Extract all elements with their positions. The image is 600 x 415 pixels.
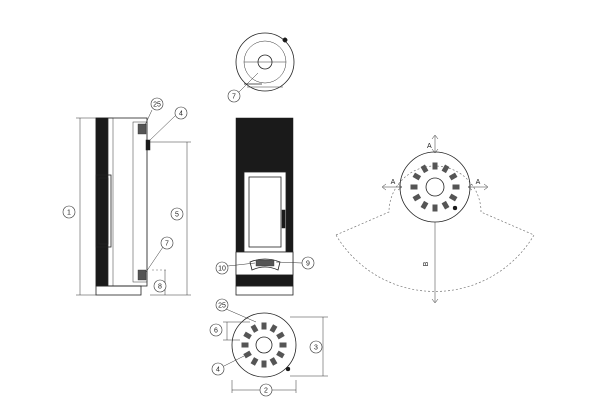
vent-slot [420,200,429,210]
vent-slot [269,324,278,333]
callout-9 [301,256,315,270]
top-view: 7 [227,32,295,103]
callout-3 [309,340,323,354]
callout-25-plan [215,298,229,312]
callout-1 [62,205,76,219]
vent-slot [432,162,438,170]
callout-2 [259,383,273,397]
plan-vent-slots [241,322,287,368]
clearance-a-top-label: A [427,143,432,150]
callout-5-label: 5 [175,212,179,219]
callout-7-side [160,236,174,250]
vent-slot [261,322,267,330]
vent-slot [448,193,458,202]
vent-slot [276,350,285,359]
vent-slot [279,342,287,348]
callout-9-label: 9 [306,261,310,268]
side-view: 1 5 25 4 7 8 [62,97,191,296]
clearance-diagram: A A A B [335,134,535,304]
vent-slot [448,172,458,181]
vent-slot [276,331,285,340]
callout-25-plan-label: 25 [218,303,226,310]
callout-4-side [174,106,188,120]
vent-slot [412,172,422,181]
vent-slot [269,357,278,366]
vent-slot [250,324,259,333]
callout-25-side-label: 25 [153,102,161,109]
callout-2-label: 2 [264,388,268,395]
clearance-a-left-label: A [391,179,396,186]
clearance-vent-slots [410,162,460,212]
vent-slot [243,331,252,340]
vent-slot [412,193,422,202]
vent-slot [452,184,460,190]
clearance-b-label: B [423,261,430,266]
callout-6 [209,323,223,337]
vent-slot [420,164,429,174]
callout-1-label: 1 [67,210,71,217]
plan-view: 2 3 6 25 4 [209,298,328,397]
callout-25-side [150,97,164,111]
callout-4-plan-label: 4 [216,367,220,374]
vent-slot [261,360,267,368]
callout-4-side-label: 4 [179,111,183,118]
callout-6-label: 6 [214,328,218,335]
vent-slot [441,200,450,210]
vent-slot [241,342,249,348]
front-view: 10 9 [215,117,315,296]
vent-slot [410,184,418,190]
callout-10-label: 10 [218,266,226,273]
vent-slot [441,164,450,174]
callout-8-label: 8 [158,284,162,291]
callout-7-top [227,89,241,103]
clearance-a-right-label: A [476,179,481,186]
callout-4-plan [211,362,225,376]
callout-7-side-label: 7 [165,241,169,248]
callout-3-label: 3 [314,345,318,352]
vent-slot [250,357,259,366]
vent-slot [432,204,438,212]
callout-5 [170,207,184,221]
callout-7-top-label: 7 [232,94,236,101]
vent-slot [243,350,252,359]
callout-8 [153,279,167,293]
callout-10 [215,261,229,275]
